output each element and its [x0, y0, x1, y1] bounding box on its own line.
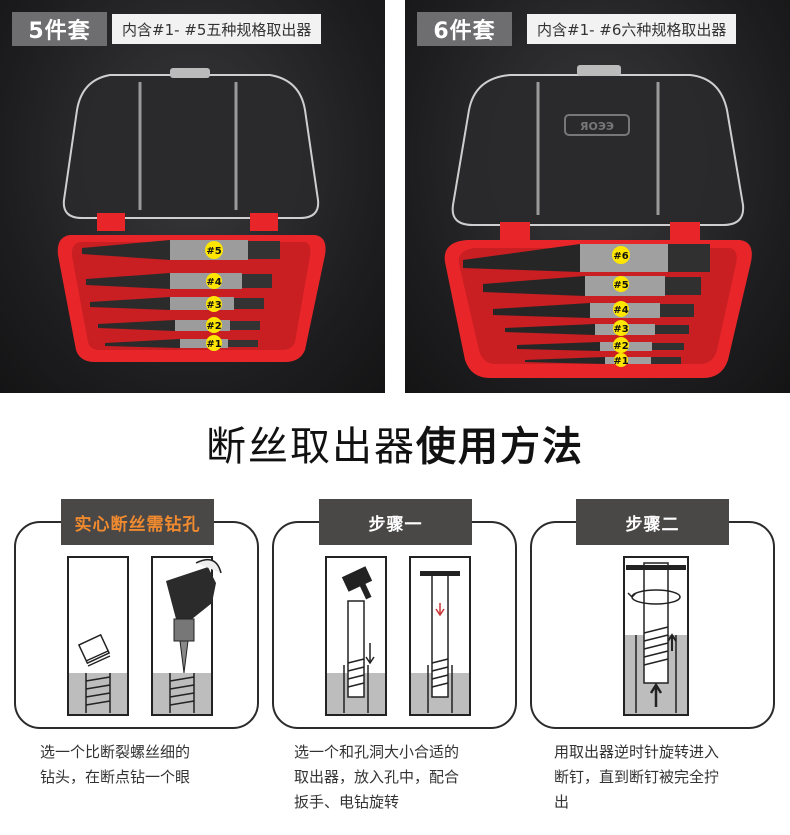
step-card-drill — [14, 521, 259, 729]
extractor-label: #4 — [206, 277, 221, 288]
step-text-line: 用取出器逆时针旋转进入 — [554, 743, 720, 761]
title-light: 断丝取出器 — [206, 424, 416, 470]
step-description-drill: 选一个比断裂螺丝细的 钻头，在断点钻一个眼 — [40, 740, 255, 790]
step-text-line: 选一个和孔洞大小合适的 — [294, 743, 460, 761]
step-text-line: 断钉，直到断钉被完全拧 — [554, 768, 720, 786]
extractor-label: #5 — [206, 246, 221, 257]
panel-tag: 6件套 — [417, 12, 512, 46]
product-panel-6pc: ЯOЭЭ # — [405, 0, 790, 393]
panel-caption: 内含#1- #5五种规格取出器 — [112, 14, 322, 44]
unscrew-illustration — [623, 556, 689, 716]
extractor-label: #5 — [613, 280, 628, 291]
extractor-label: #1 — [613, 356, 628, 367]
step-text-line: 取出器，放入孔中，配合 — [294, 768, 460, 786]
product-panel-5pc: #5 #4 #3 #2 #1 5件套 内含#1- #5五种规格取出器 — [0, 0, 385, 393]
extractor-label: #1 — [206, 339, 221, 350]
hammer-insert-illustration — [325, 556, 471, 716]
extractor-set-5 — [82, 240, 280, 348]
step-text-line: 扳手、电钻旋转 — [294, 793, 400, 811]
extractor-label: #6 — [613, 251, 628, 262]
step-tab-one: 步骤一 — [319, 499, 472, 545]
step-text-line: 出 — [554, 793, 570, 811]
step-tab-two: 步骤二 — [576, 499, 729, 545]
extractor-label: #2 — [206, 321, 221, 332]
drill-illustration — [67, 556, 222, 716]
extractor-label: #4 — [613, 305, 628, 316]
step-description-two: 用取出器逆时针旋转进入 断钉，直到断钉被完全拧 出 — [554, 740, 769, 815]
step-card-two — [530, 521, 775, 729]
step-description-one: 选一个和孔洞大小合适的 取出器，放入孔中，配合 扳手、电钻旋转 — [294, 740, 509, 815]
step-tab-drill: 实心断丝需钻孔 — [61, 499, 214, 545]
extractor-case-illustration: ЯOЭЭ # — [444, 65, 752, 378]
page-title: 断丝取出器使用方法 — [0, 414, 790, 472]
extractor-label: #2 — [613, 341, 628, 352]
step-card-one — [272, 521, 517, 729]
brand-logo: ЯOЭЭ — [580, 120, 614, 133]
title-bold: 使用方法 — [416, 424, 584, 470]
step-text-line: 选一个比断裂螺丝细的 — [40, 743, 191, 761]
size-labels: #6 #5 #4 #3 #2 #1 — [612, 246, 630, 367]
step-text-line: 钻头，在断点钻一个眼 — [40, 768, 191, 786]
extractor-label: #3 — [206, 300, 221, 311]
size-labels: #5 #4 #3 #2 #1 — [205, 241, 223, 351]
panel-caption: 内含#1- #6六种规格取出器 — [527, 14, 737, 44]
extractor-label: #3 — [613, 324, 628, 335]
panel-tag: 5件套 — [12, 12, 107, 46]
extractor-case-illustration: #5 #4 #3 #2 #1 — [57, 68, 326, 362]
